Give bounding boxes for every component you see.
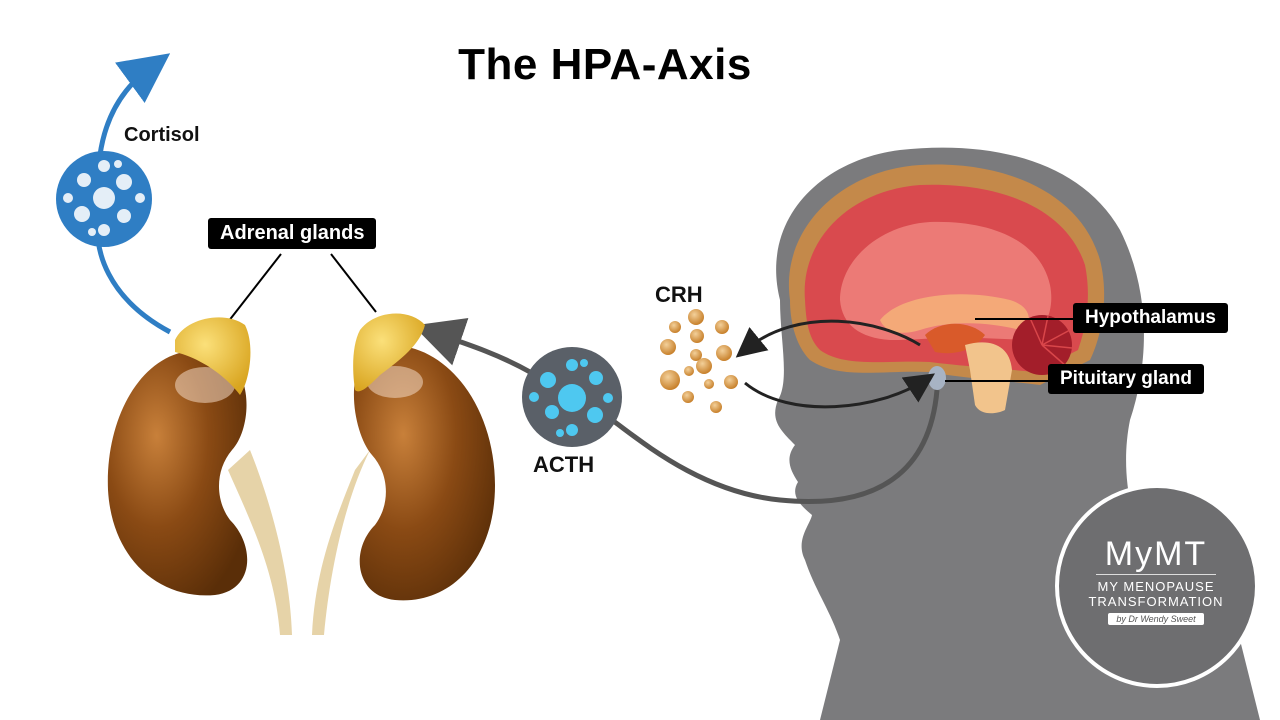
right-adrenal-gland (353, 313, 425, 392)
right-ureter (312, 450, 370, 635)
acth-label: ACTH (533, 452, 595, 477)
brainstem (965, 342, 1012, 414)
cortisol-label: Cortisol (124, 124, 200, 146)
crh-label: CRH (655, 282, 703, 307)
corpus-callosum (880, 294, 1029, 333)
logo-line-2: TRANSFORMATION (1088, 594, 1224, 609)
crh-particles (660, 309, 738, 413)
logo-line-1: MY MENOPAUSE (1097, 579, 1215, 594)
logo-byline: by Dr Wendy Sweet (1108, 613, 1204, 625)
left-adrenal-gland (175, 317, 251, 395)
diagram-title: The HPA-Axis (458, 40, 752, 89)
mymt-logo: MyMT MY MENOPAUSE TRANSFORMATION by Dr W… (1058, 514, 1254, 660)
right-kidney (353, 345, 495, 601)
logo-badge (1055, 484, 1259, 688)
logo-brand: MyMT (1096, 536, 1216, 575)
adrenal-glands-label: Adrenal glands (208, 218, 377, 249)
left-ureter (228, 450, 292, 635)
acth-molecule (522, 347, 622, 447)
pituitary-gland-label: Pituitary gland (1048, 364, 1204, 394)
pituitary-gland-shape (928, 366, 946, 390)
hypothalamus-label: Hypothalamus (1073, 303, 1228, 333)
left-kidney (107, 350, 248, 596)
cortisol-molecule (56, 151, 152, 247)
